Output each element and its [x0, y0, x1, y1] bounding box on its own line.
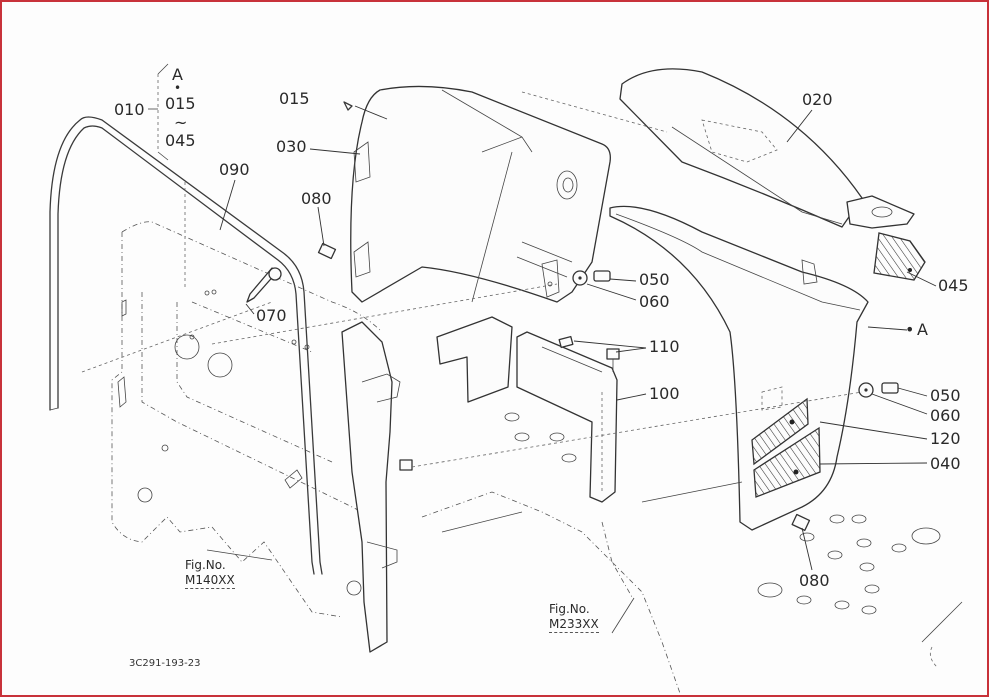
group-member-015: 015	[165, 94, 196, 113]
floor-outline	[421, 481, 963, 695]
callout-A: A	[917, 320, 928, 339]
group-bracket	[148, 63, 169, 161]
callout-030: 030	[276, 137, 307, 156]
leader-lines	[81, 91, 937, 634]
figure-ref-number: M233XX	[549, 617, 599, 633]
group-member-A: A	[172, 65, 183, 84]
drawing-code: 3C291-193-23	[129, 658, 201, 669]
label-plate-045	[873, 232, 926, 281]
callout-080-lower: 080	[799, 571, 830, 590]
callout-100: 100	[649, 384, 680, 403]
clip-015	[343, 101, 388, 120]
group-member-045: 045	[165, 131, 196, 150]
left-side-cover-030	[350, 85, 611, 303]
callout-080-upper: 080	[301, 189, 332, 208]
top-cover-020	[619, 68, 915, 229]
front-cover-A	[609, 205, 869, 531]
group-member-range: ~	[174, 113, 188, 132]
callout-010: 010	[114, 100, 145, 119]
callout-050-upper: 050	[639, 270, 670, 289]
callout-A-dot: •	[905, 320, 915, 339]
callout-060-lower: 060	[930, 406, 961, 425]
group-member-dot: •	[174, 81, 182, 95]
callout-110: 110	[649, 337, 680, 356]
callout-090: 090	[219, 160, 250, 179]
fasteners	[246, 242, 899, 532]
callout-050-lower: 050	[930, 386, 961, 405]
figure-ref-title: Fig.No.	[549, 602, 590, 616]
callout-015: 015	[279, 89, 310, 108]
figure-ref-M233XX[interactable]: Fig.No. M233XX	[549, 602, 599, 633]
figure-ref-number: M140XX	[185, 573, 235, 589]
grille-040	[753, 426, 821, 498]
figure-ref-M140XX[interactable]: Fig.No. M140XX	[185, 558, 235, 589]
callout-045: 045	[938, 276, 969, 295]
bracket-cover-100	[436, 316, 618, 503]
callout-120: 120	[930, 429, 961, 448]
callout-060-upper: 060	[639, 292, 670, 311]
rear-panel	[111, 221, 401, 653]
callout-070: 070	[256, 306, 287, 325]
callout-020: 020	[802, 90, 833, 109]
seal-strip-090	[49, 116, 323, 575]
grille-120	[751, 397, 809, 466]
grommets	[504, 412, 941, 615]
figure-ref-title: Fig.No.	[185, 558, 226, 572]
callout-040: 040	[930, 454, 961, 473]
